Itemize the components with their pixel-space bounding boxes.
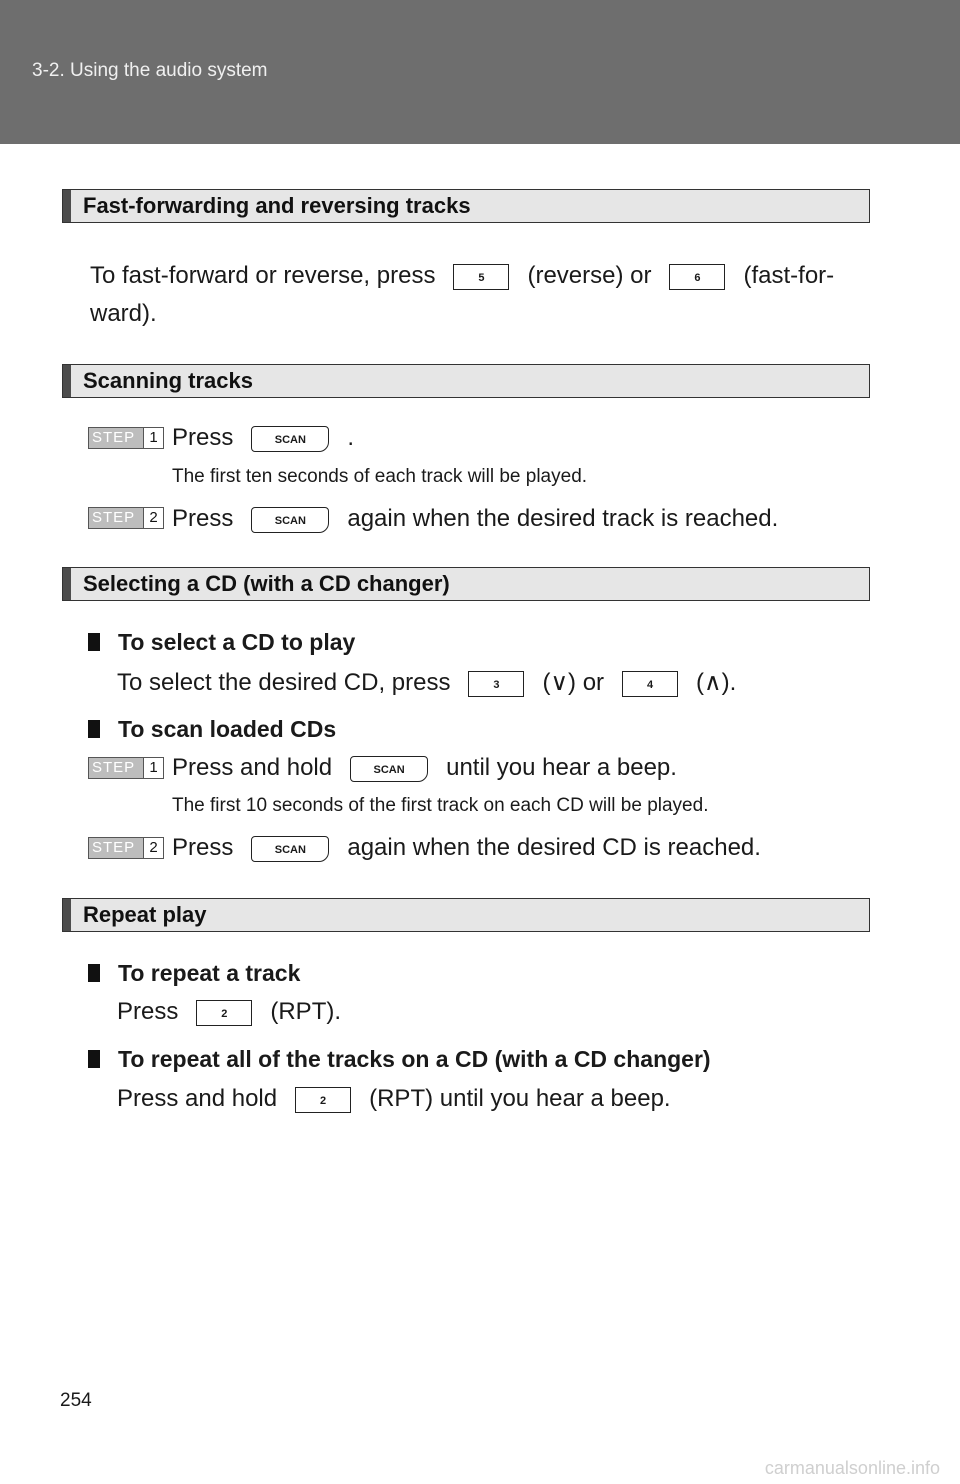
rpt-button-2[interactable]: 2 — [295, 1086, 352, 1113]
bullet-square-icon — [88, 633, 100, 651]
watermark: carmanualsonline.info — [764, 1458, 940, 1478]
section-breadcrumb: 3-2. Using the audio system — [32, 60, 268, 81]
rpt-button-2[interactable]: 2 — [196, 999, 253, 1026]
bullet-square-icon — [88, 1050, 100, 1068]
scan-button[interactable]: SCAN — [350, 755, 429, 782]
section-heading-scanning: Scanning tracks — [62, 364, 870, 398]
page-header: 3-2. Using the audio system — [0, 0, 960, 144]
subheading-repeat-all: To repeat all of the tracks on a CD (wit… — [88, 1046, 711, 1073]
bullet-square-icon — [88, 964, 100, 982]
page-number: 254 — [60, 1390, 92, 1411]
scan-cd-step1-note: The first 10 seconds of the first track … — [172, 795, 709, 816]
bullet-square-icon — [88, 720, 100, 738]
section-heading-repeat: Repeat play — [62, 898, 870, 932]
reverse-button-5[interactable]: 5 — [453, 263, 510, 290]
subheading-scan-cds: To scan loaded CDs — [88, 716, 336, 743]
subheading-select-cd: To select a CD to play — [88, 629, 355, 656]
scan-button[interactable]: SCAN — [251, 506, 330, 533]
scan-button[interactable]: SCAN — [251, 835, 330, 862]
disc-down-button-3[interactable]: 3 — [468, 670, 525, 697]
disc-up-button-4[interactable]: 4 — [622, 670, 679, 697]
scan-step1-note: The first ten seconds of each track will… — [172, 466, 588, 487]
fast-forward-button-6[interactable]: 6 — [669, 263, 726, 290]
subheading-repeat-track: To repeat a track — [88, 960, 300, 987]
ff-instruction-cont: ward). — [90, 300, 157, 327]
scan-button[interactable]: SCAN — [251, 425, 330, 452]
section-heading-fast-forward: Fast-forwarding and reversing tracks — [62, 189, 870, 223]
section-heading-select-cd: Selecting a CD (with a CD changer) — [62, 567, 870, 601]
